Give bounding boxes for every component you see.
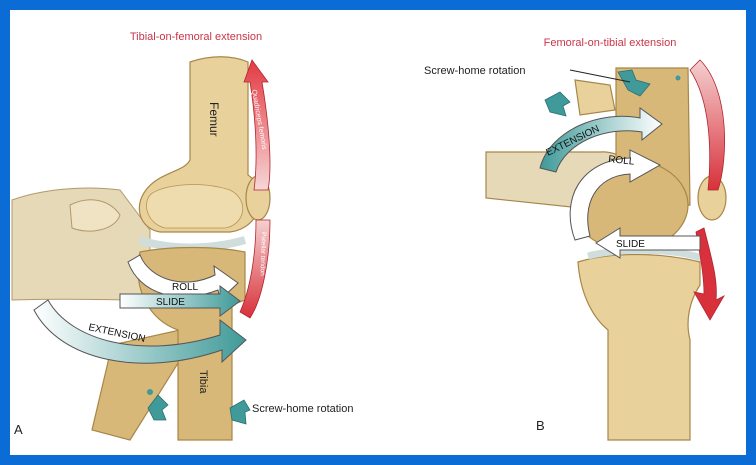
- screw-home-arrow-b1: [545, 92, 570, 116]
- quadriceps-muscle-b: [690, 60, 725, 190]
- slide-label-a: SLIDE: [156, 297, 185, 308]
- panel-a-letter: A: [14, 422, 23, 437]
- slide-label-b: SLIDE: [616, 239, 645, 250]
- femur-label: Femur: [207, 102, 221, 137]
- panel-a-title: Tibial-on-femoral extension: [130, 31, 262, 43]
- screw-home-label-b: Screw-home rotation: [424, 65, 526, 77]
- roll-label-a: ROLL: [172, 282, 199, 293]
- screw-home-label-a: Screw-home rotation: [252, 403, 354, 415]
- panel-b: [486, 60, 726, 440]
- panel-b-letter: B: [536, 418, 545, 433]
- panel-b-title: Femoral-on-tibial extension: [544, 37, 677, 49]
- panel-a: [12, 57, 270, 440]
- tibia-label: Tibia: [197, 370, 209, 394]
- screw-home-arrow-a2: [230, 400, 250, 424]
- tibia-bone-b: [578, 255, 700, 441]
